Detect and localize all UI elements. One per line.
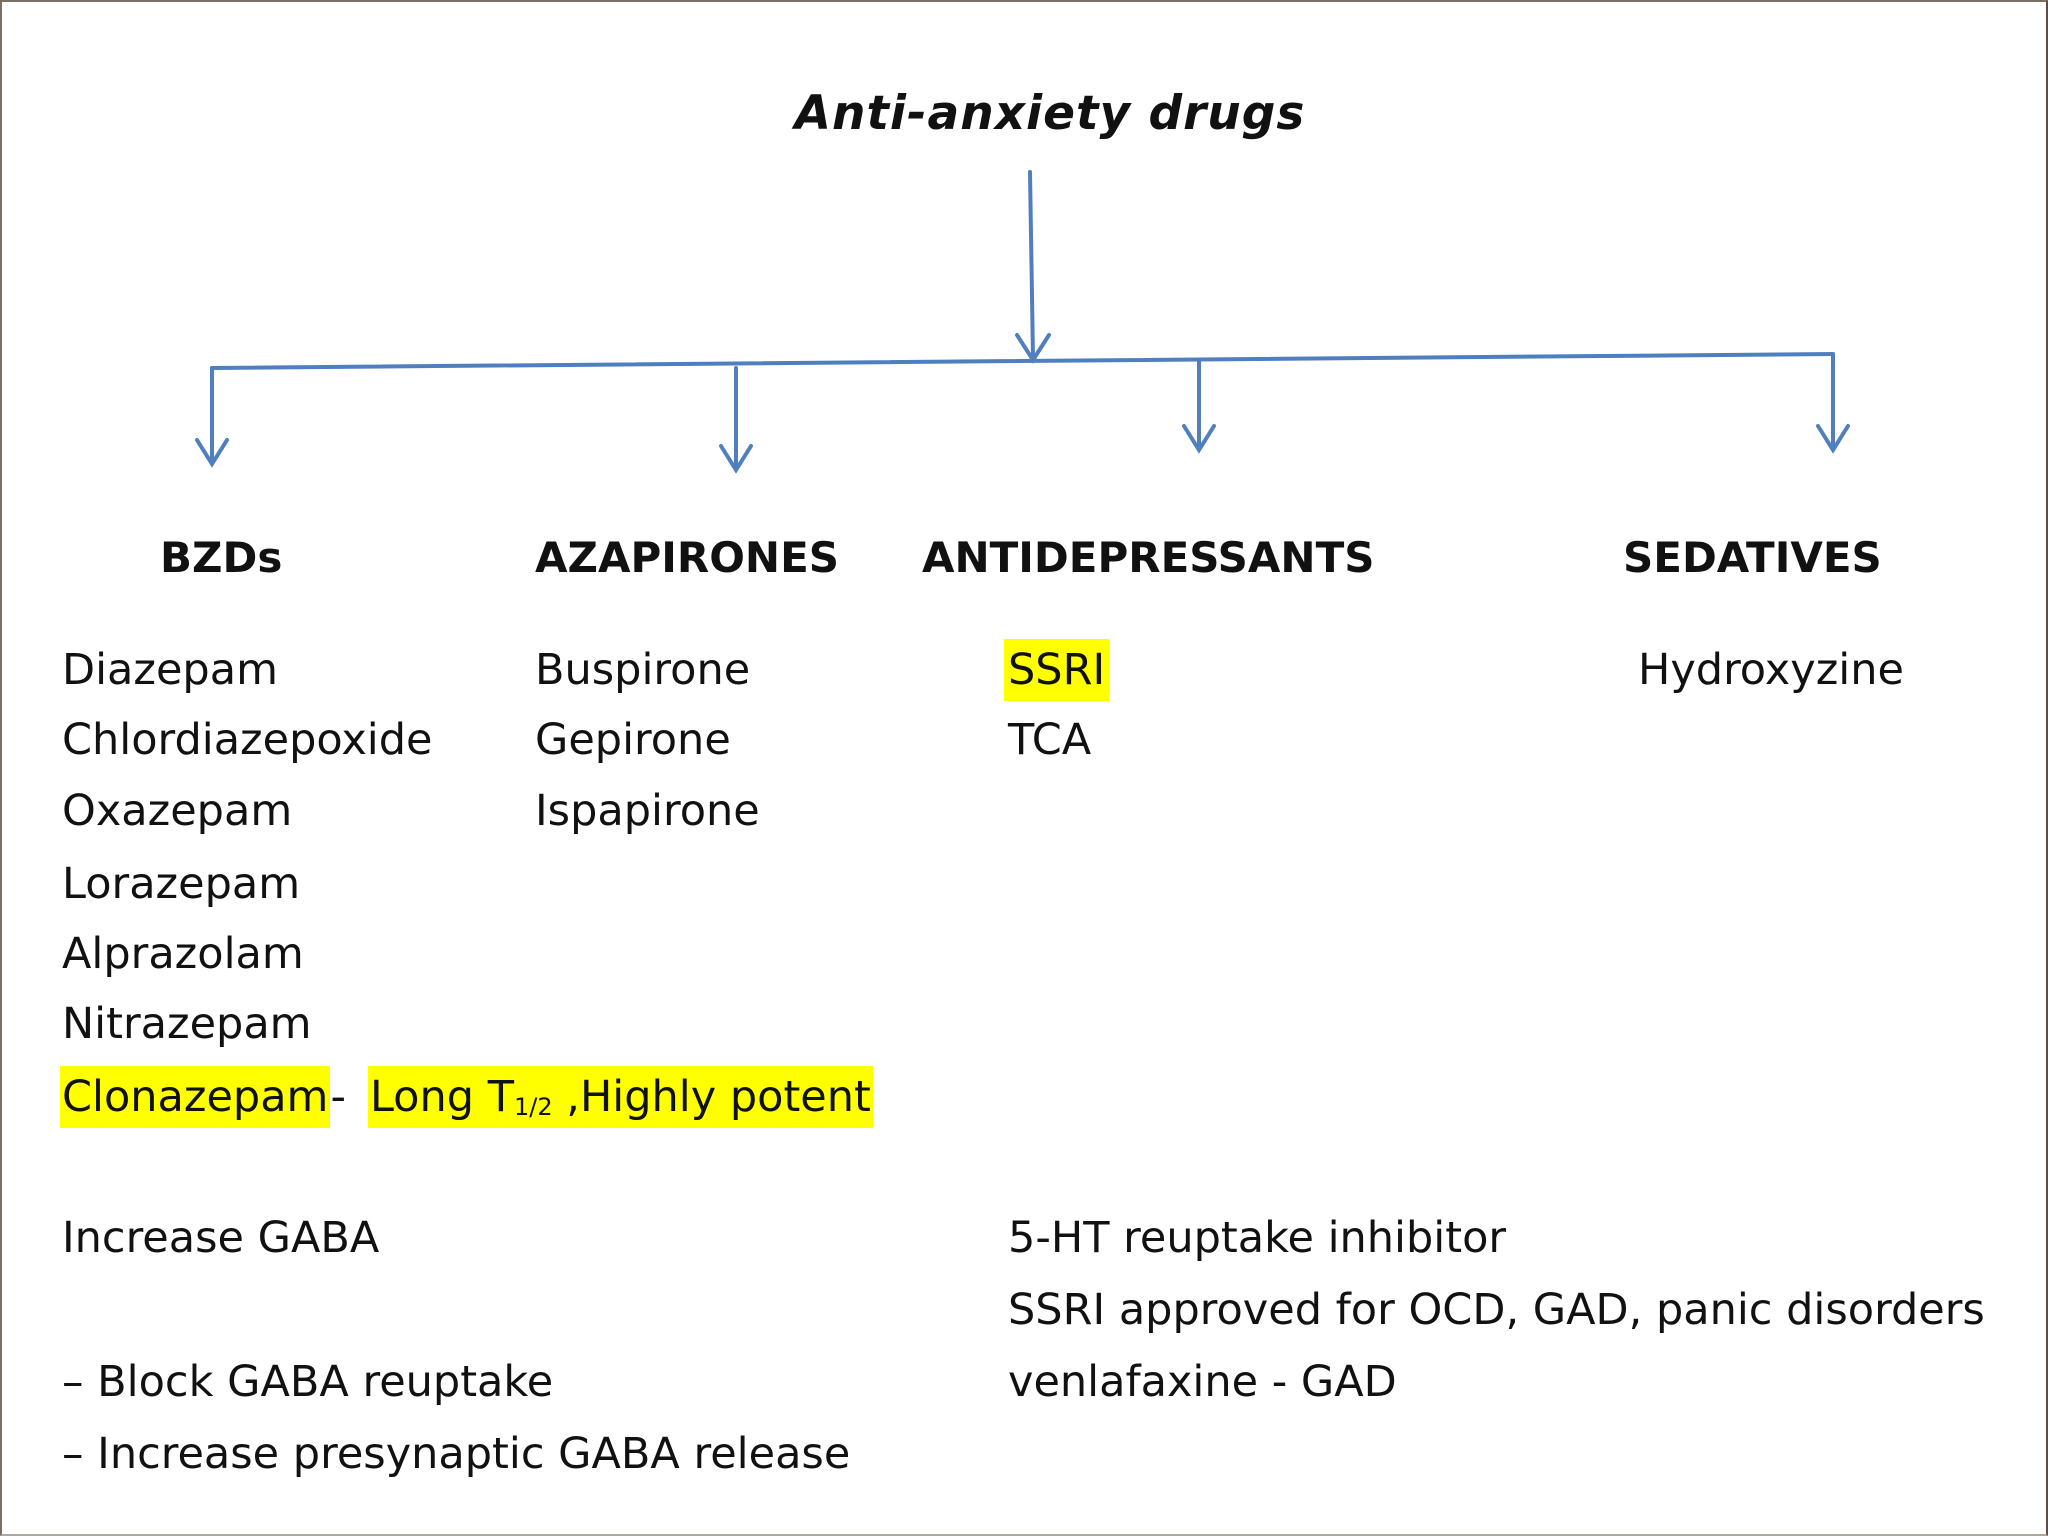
azapirone-item: Gepirone (535, 715, 731, 765)
arrow-bzd-head (195, 438, 229, 468)
category-antidepressants: ANTIDEPRESSANTS (922, 533, 1375, 582)
arrow-sedatives-head (1816, 424, 1850, 454)
bzd-note: – Block GABA reuptake (62, 1357, 554, 1407)
diagram-title: Anti-anxiety drugs (794, 86, 1306, 141)
arrow-azapirones-head (719, 444, 753, 474)
antidepressant-note: 5-HT reuptake inhibitor (1008, 1213, 1507, 1263)
category-sedatives: SEDATIVES (1623, 533, 1882, 582)
arrow-antidepressants-head (1182, 424, 1216, 454)
antidepressant-note: venlafaxine - GAD (1008, 1357, 1397, 1407)
azapirone-item: Ispapirone (535, 786, 760, 836)
bzd-item: Alprazolam (62, 929, 304, 979)
trunk-arrow-line (1028, 170, 1035, 360)
antidepressant-item-highlighted: SSRI (1004, 639, 1110, 701)
bzd-item: Chlordiazepoxide (62, 715, 433, 765)
bzd-item: Oxazepam (62, 786, 293, 836)
bzd-item: Nitrazepam (62, 999, 312, 1049)
antidepressant-note: SSRI approved for OCD, GAD, panic disord… (1008, 1285, 1985, 1335)
azapirone-item: Buspirone (535, 645, 751, 695)
category-bzd: BZDs (160, 533, 283, 582)
bzd-note: – Increase presynaptic GABA release (62, 1429, 851, 1479)
antidepressant-item: TCA (1008, 715, 1092, 765)
bzd-note: Increase GABA (62, 1213, 380, 1263)
bzd-item: Diazepam (62, 645, 278, 695)
clonazepam-note: Long T1/2 ,Highly potent (367, 1066, 873, 1128)
sedative-item: Hydroxyzine (1638, 645, 1904, 695)
category-azapirones: AZAPIRONES (535, 533, 840, 582)
clonazepam-row: Clonazepam-Long T1/2 ,Highly potent (60, 1066, 873, 1128)
bzd-item: Lorazepam (62, 859, 301, 909)
branch-bar (210, 352, 1835, 370)
bzd-item-highlighted: Clonazepam (60, 1066, 331, 1128)
clonazepam-dash: - (330, 1072, 346, 1122)
